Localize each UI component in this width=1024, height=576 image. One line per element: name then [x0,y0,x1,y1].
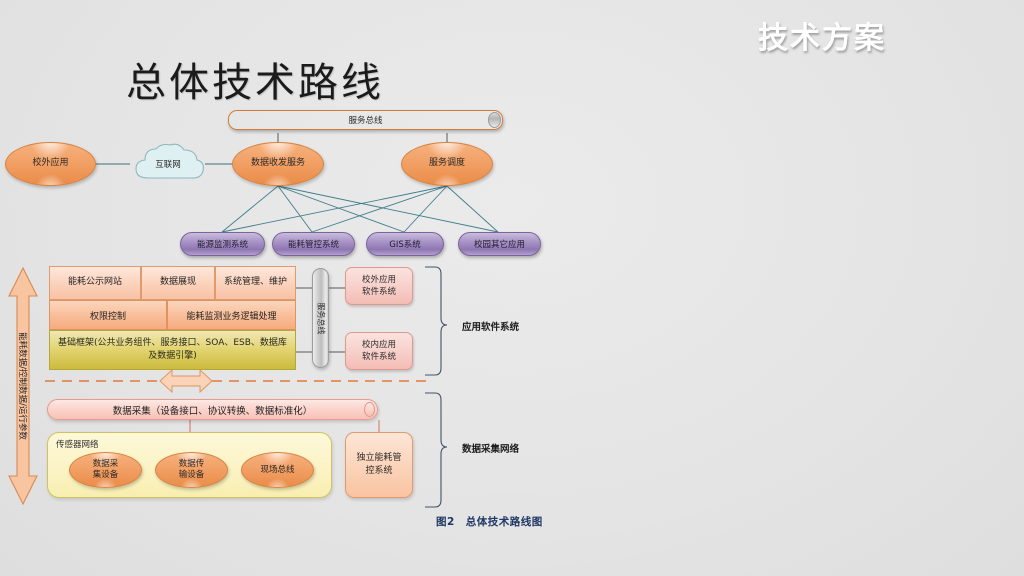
app-block-label: 基础框架(公共业务组件、服务接口、SOA、ESB、数据库及数据引擎) [58,337,287,361]
service-bus-cylinder: 服务总线 [228,110,503,130]
bidirectional-arrow-icon [158,365,214,397]
sensor-node-acquisition[interactable]: 数据采 集设备 [69,452,142,488]
sensor-node-fieldbus[interactable]: 现场总线 [241,452,314,488]
node-label: 服务调度 [428,158,465,169]
app-block-label: 能耗公示网站 [67,277,122,288]
subsystem-energy-monitor[interactable]: 能源监测系统 [180,232,265,256]
app-data-display[interactable]: 数据展现 [141,266,215,300]
service-bus-vertical: 服务总线 [312,268,329,368]
subsystem-campus-other[interactable]: 校园其它应用 [458,232,541,256]
page-title: 总体技术路线 [126,60,384,106]
independent-line1: 独立能耗管 [356,452,402,463]
app-energy-website[interactable]: 能耗公示网站 [49,266,141,300]
sensor-node-line2: 集设备 [92,470,119,480]
app-block-label: 系统管理、维护 [223,277,287,288]
subsystem-label: GIS系统 [389,240,421,250]
data-collection-capsule[interactable]: 数据采集（设备接口、协议转换、数据标准化） [47,399,378,420]
app-access-control[interactable]: 权限控制 [49,300,167,330]
independent-line2: 控系统 [365,466,393,476]
internet-cloud: 互联网 [128,140,208,188]
subsystem-energy-control[interactable]: 能耗管控系统 [272,232,355,256]
sensor-node-line1: 现场总线 [260,464,295,475]
app-foundation-framework[interactable]: 基础框架(公共业务组件、服务接口、SOA、ESB、数据库及数据引擎) [49,330,296,370]
side-box-line2: 软件系统 [361,352,396,362]
subsystem-label: 校园其它应用 [473,240,525,250]
data-collection-label: 数据采集（设备接口、协议转换、数据标准化） [112,405,313,417]
left-data-flow-arrow: 能耗数据/控制数据/运行参数 [6,266,40,506]
left-arrow-label: 能耗数据/控制数据/运行参数 [17,332,27,440]
capsule-cap [364,402,375,417]
app-system-management[interactable]: 系统管理、维护 [215,266,296,300]
app-block-label: 数据展现 [159,277,196,288]
sensor-node-line1: 数据采 [92,459,119,470]
node-data-service[interactable]: 数据收发服务 [232,142,324,186]
side-box-internal[interactable]: 校内应用 软件系统 [345,332,413,370]
side-box-line1: 校内应用 [361,339,396,350]
node-label: 数据收发服务 [250,158,305,169]
sensor-node-line1: 数据传 [178,459,205,470]
figure-caption: 图2 总体技术路线图 [436,516,543,528]
header-label: 技术方案 [758,21,886,56]
subsystem-label: 能耗管控系统 [287,240,339,250]
independent-control-system[interactable]: 独立能耗管 控系统 [345,432,413,498]
sensor-node-line2: 输设备 [178,470,205,480]
bracket-label-data-network: 数据采集网络 [462,444,520,455]
subsystem-gis[interactable]: GIS系统 [366,232,444,256]
side-box-line1: 校外应用 [361,274,396,285]
subsystem-label: 能源监测系统 [196,240,248,250]
bracket-label-app-software: 应用软件系统 [462,322,520,333]
cylinder-cap [488,112,501,128]
side-box-external[interactable]: 校外应用 软件系统 [345,267,413,305]
node-label: 校外应用 [32,158,69,169]
app-block-label: 权限控制 [89,311,126,322]
node-external-app[interactable]: 校外应用 [5,142,96,186]
app-block-label: 能耗监测业务逻辑处理 [186,311,277,322]
node-service-dispatch[interactable]: 服务调度 [401,142,493,186]
sensor-node-transmission[interactable]: 数据传 输设备 [155,452,228,488]
sensor-network-title: 传感器网络 [56,440,99,450]
app-business-logic[interactable]: 能耗监测业务逻辑处理 [167,300,296,330]
side-box-line2: 软件系统 [361,287,396,297]
service-bus-label: 服务总线 [348,116,383,126]
internet-label: 互联网 [155,160,181,170]
bus-vertical-label: 服务总线 [316,302,325,334]
